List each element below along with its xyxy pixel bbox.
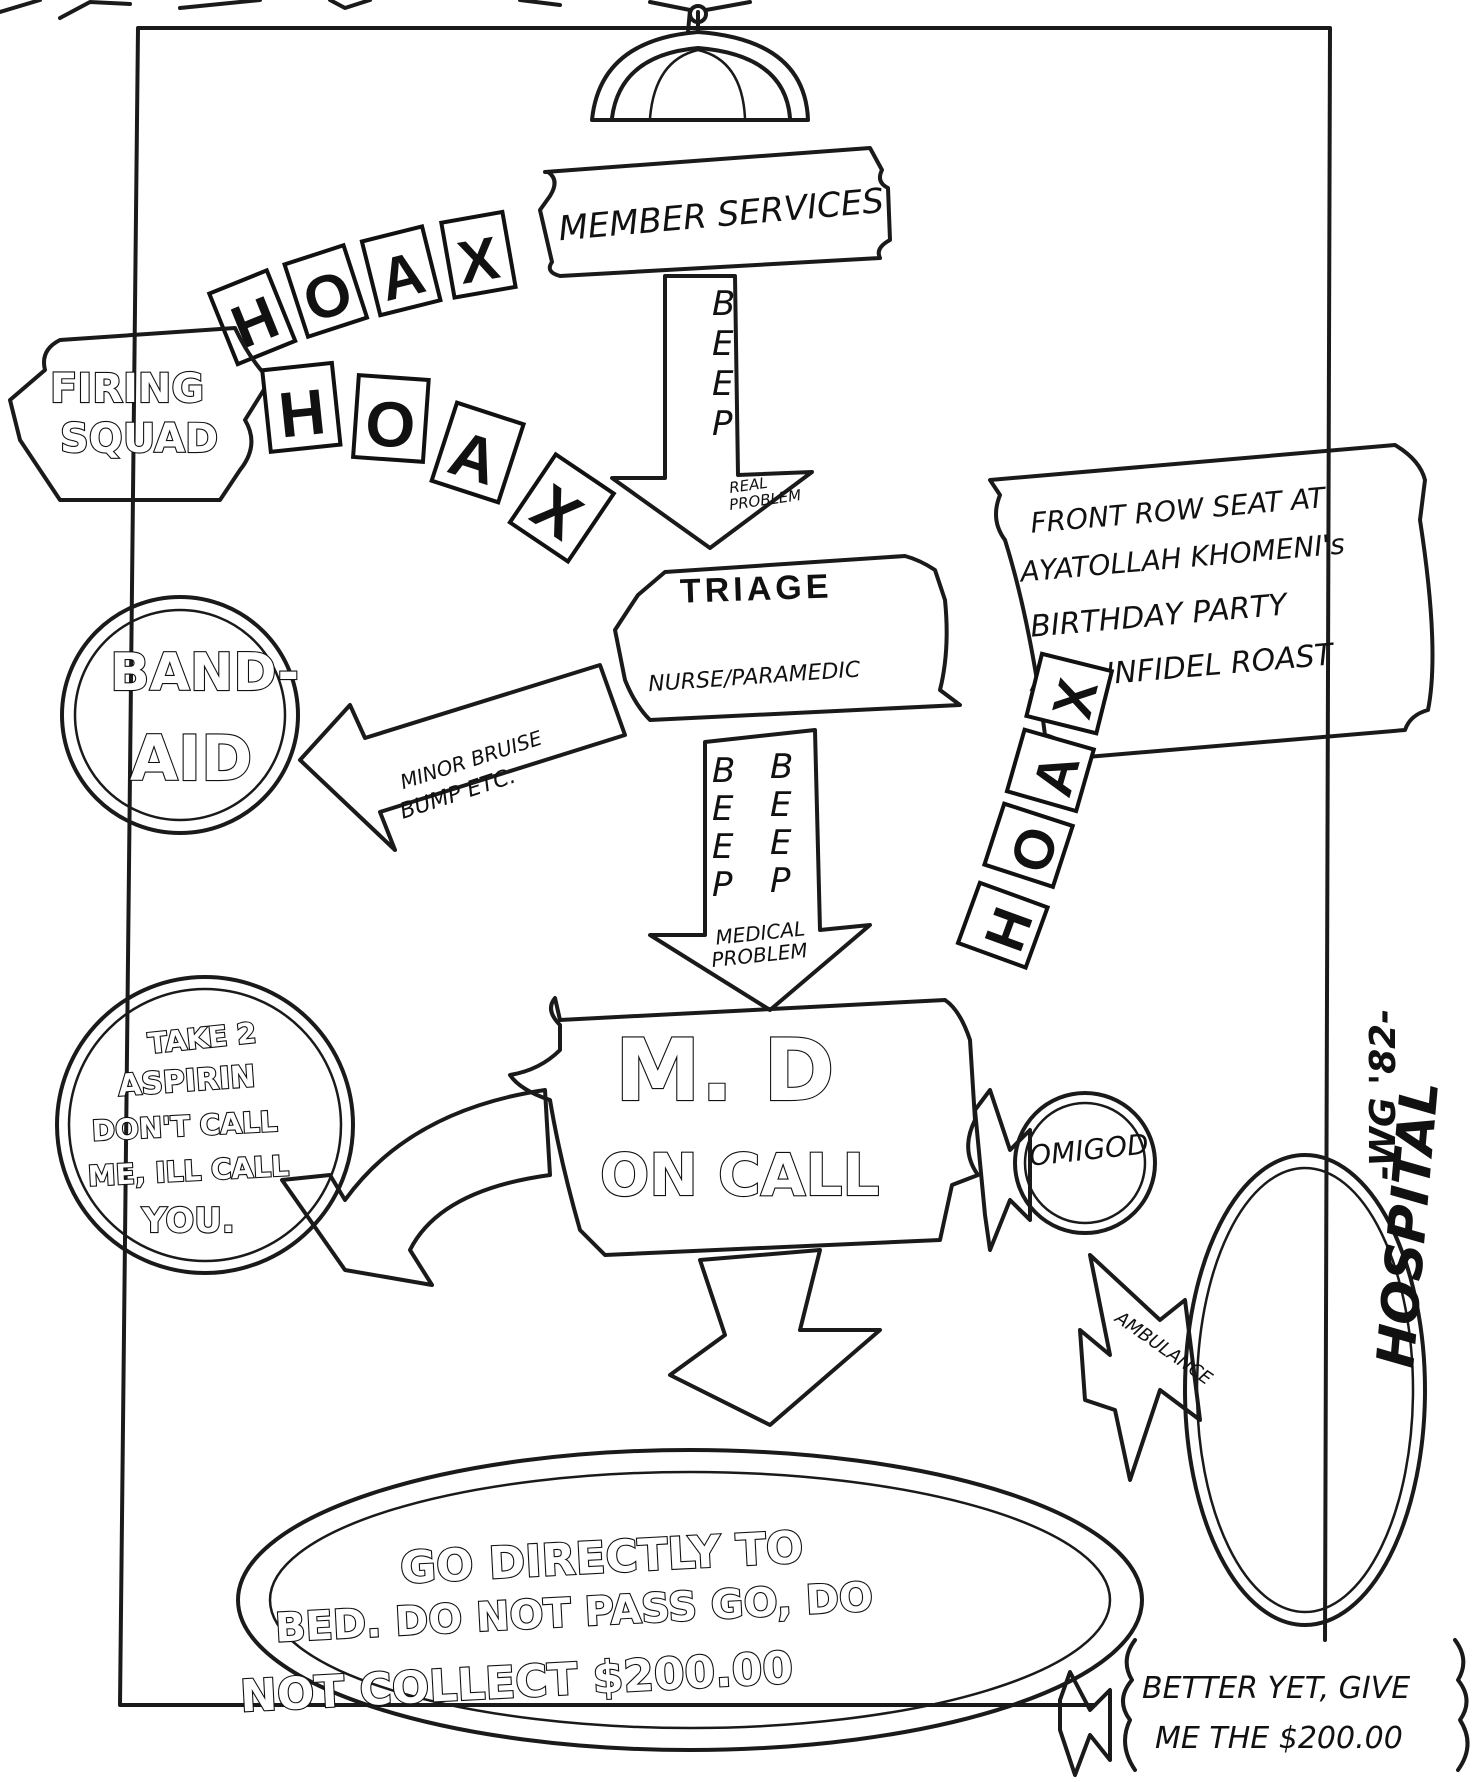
svg-text:B: B [712, 751, 735, 791]
triage-subtitle: NURSE/PARAMEDIC [647, 657, 861, 697]
aspirin-arrow [282, 1090, 550, 1285]
svg-text:BIRTHDAY PARTY: BIRTHDAY PARTY [1029, 587, 1291, 645]
burst-icon [1060, 1672, 1110, 1775]
hospital-oval: HOSPITAL [1185, 1079, 1451, 1625]
svg-text:H: H [275, 375, 328, 451]
md-subtitle: ON CALL [600, 1141, 879, 1209]
svg-text:E: E [770, 823, 792, 863]
svg-text:TAKE 2: TAKE 2 [146, 1016, 258, 1060]
svg-text:B: B [770, 747, 793, 787]
svg-text:NOT COLLECT $200.00: NOT COLLECT $200.00 [239, 1643, 794, 1723]
aspirin-circle: TAKE 2 ASPIRIN DON'T CALL ME, ILL CALL Y… [57, 977, 353, 1273]
member-services-label: MEMBER SERVICES [557, 181, 885, 249]
svg-text:P: P [712, 865, 733, 905]
firing-squad-box: FIRING SQUAD [10, 328, 270, 500]
svg-text:OMIGOD: OMIGOD [1028, 1127, 1151, 1172]
svg-text:E: E [712, 324, 734, 364]
hoax-tiles-top: H O A X [209, 212, 515, 365]
triage-box: TRIAGE NURSE/PARAMEDIC [615, 556, 960, 720]
band-aid-circle: BAND- AID [62, 597, 299, 833]
better-yet-note: BETTER YET, GIVE ME THE $200.00 [1123, 1640, 1468, 1770]
md-on-call-box: M. D ON CALL [510, 998, 978, 1255]
member-services-box: MEMBER SERVICES [540, 148, 890, 276]
signature: -WG '82- [1363, 1009, 1404, 1180]
svg-text:ASPIRIN: ASPIRIN [117, 1059, 256, 1103]
svg-text:P: P [712, 404, 733, 444]
svg-text:ME THE $200.00: ME THE $200.00 [1155, 1721, 1403, 1756]
svg-text:AID: AID [130, 722, 253, 795]
svg-text:FIRING: FIRING [50, 366, 204, 412]
cropped-header-scribble [0, 0, 560, 18]
svg-text:SQUAD: SQUAD [60, 416, 218, 462]
beep-arrow-real-problem: B E E P REAL PROBLEM [612, 276, 812, 548]
svg-text:ME, ILL CALL: ME, ILL CALL [87, 1149, 290, 1192]
svg-text:DON'T CALL: DON'T CALL [91, 1105, 278, 1148]
beanie-icon [592, 2, 808, 120]
svg-text:BETTER YET, GIVE: BETTER YET, GIVE [1142, 1671, 1410, 1706]
down-arrow-to-bed [670, 1250, 880, 1425]
triage-title: TRIAGE [679, 567, 833, 610]
svg-text:BAND-: BAND- [110, 643, 299, 703]
svg-text:YOU.: YOU. [141, 1201, 235, 1241]
hoax-tiles-vertical: H O A X [958, 654, 1114, 968]
md-title: M. D [615, 1021, 835, 1121]
svg-text:B: B [712, 284, 735, 324]
omigod-circle: OMIGOD [1015, 1093, 1155, 1233]
beep-beep-arrow-medical-problem: B E E P B E E P MEDICAL PROBLEM [650, 730, 870, 1010]
svg-text:FRONT ROW SEAT AT: FRONT ROW SEAT AT [1029, 481, 1328, 540]
omigod-arrow [975, 1090, 1030, 1250]
svg-text:P: P [770, 861, 791, 901]
svg-text:E: E [770, 785, 792, 825]
svg-text:E: E [712, 827, 734, 867]
minor-bruise-arrow: MINOR BRUISE BUMP ETC. [300, 665, 625, 850]
svg-text:O: O [363, 387, 418, 462]
svg-text:E: E [712, 364, 734, 404]
svg-text:BED. DO NOT PASS GO, DO: BED. DO NOT PASS GO, DO [274, 1574, 874, 1651]
svg-text:E: E [712, 789, 734, 829]
hoax-tiles-middle: H O A X [262, 363, 614, 562]
